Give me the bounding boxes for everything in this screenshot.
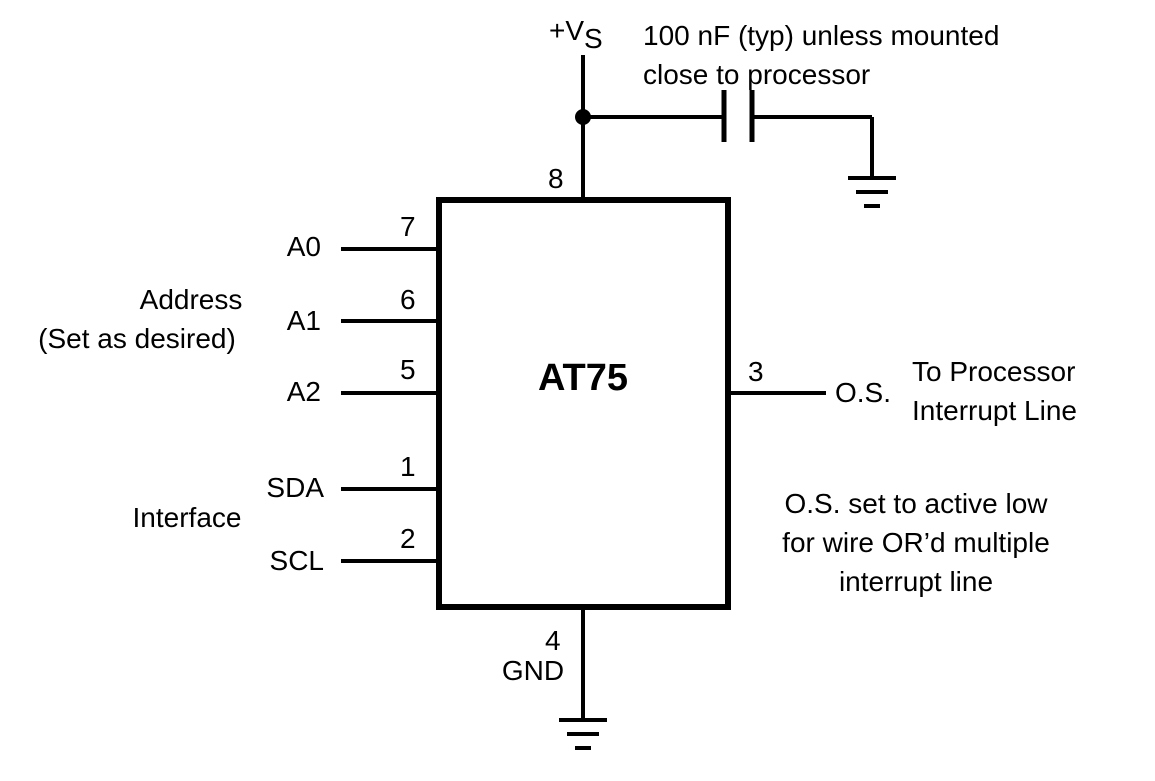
capacitor-note-line1: 100 nF (typ) unless mounted: [643, 20, 999, 51]
interface-group-label: Interface: [133, 502, 242, 533]
address-pin-a1: A1 6: [287, 284, 439, 336]
address-pin-a2: A2 5: [287, 354, 439, 407]
interface-pin-label: SCL: [270, 545, 324, 576]
interface-pin-scl: SCL 2: [270, 523, 439, 576]
interface-pin-number: 2: [400, 523, 416, 554]
interface-pin-number: 1: [400, 451, 416, 482]
address-pin-label: A1: [287, 305, 321, 336]
supply-label-main: +V: [549, 15, 584, 46]
os-note-line1: O.S. set to active low: [785, 488, 1049, 519]
interface-pin-sda: SDA 1: [266, 451, 439, 503]
supply-label: +VS: [549, 15, 603, 54]
supply-pin-number: 8: [548, 163, 564, 194]
chip-name: AT75: [538, 357, 628, 399]
os-note-line2: for wire OR’d multiple: [782, 527, 1050, 558]
capacitor-note-line2: close to processor: [643, 59, 870, 90]
os-label: O.S.: [835, 377, 891, 408]
supply-label-sub: S: [584, 23, 603, 54]
address-pin-number: 5: [400, 354, 416, 385]
os-note-line3: interrupt line: [839, 566, 993, 597]
capacitor-ground-icon: [848, 176, 896, 208]
address-pin-number: 6: [400, 284, 416, 315]
ground-pin-number: 4: [545, 625, 561, 656]
chip-body: [436, 197, 731, 610]
address-pin-label: A2: [287, 376, 321, 407]
address-group-sublabel: (Set as desired): [38, 323, 236, 354]
interface-pin-label: SDA: [266, 472, 324, 503]
ground-icon: [559, 718, 607, 750]
address-pin-number: 7: [400, 211, 416, 242]
os-destination-line1: To Processor: [912, 356, 1075, 387]
address-pin-label: A0: [287, 231, 321, 262]
ground-label: GND: [502, 655, 564, 686]
address-pin-a0: A0 7: [287, 211, 439, 262]
os-pin-number: 3: [748, 356, 764, 387]
os-destination-line2: Interrupt Line: [912, 395, 1077, 426]
address-group-label: Address: [140, 284, 243, 315]
